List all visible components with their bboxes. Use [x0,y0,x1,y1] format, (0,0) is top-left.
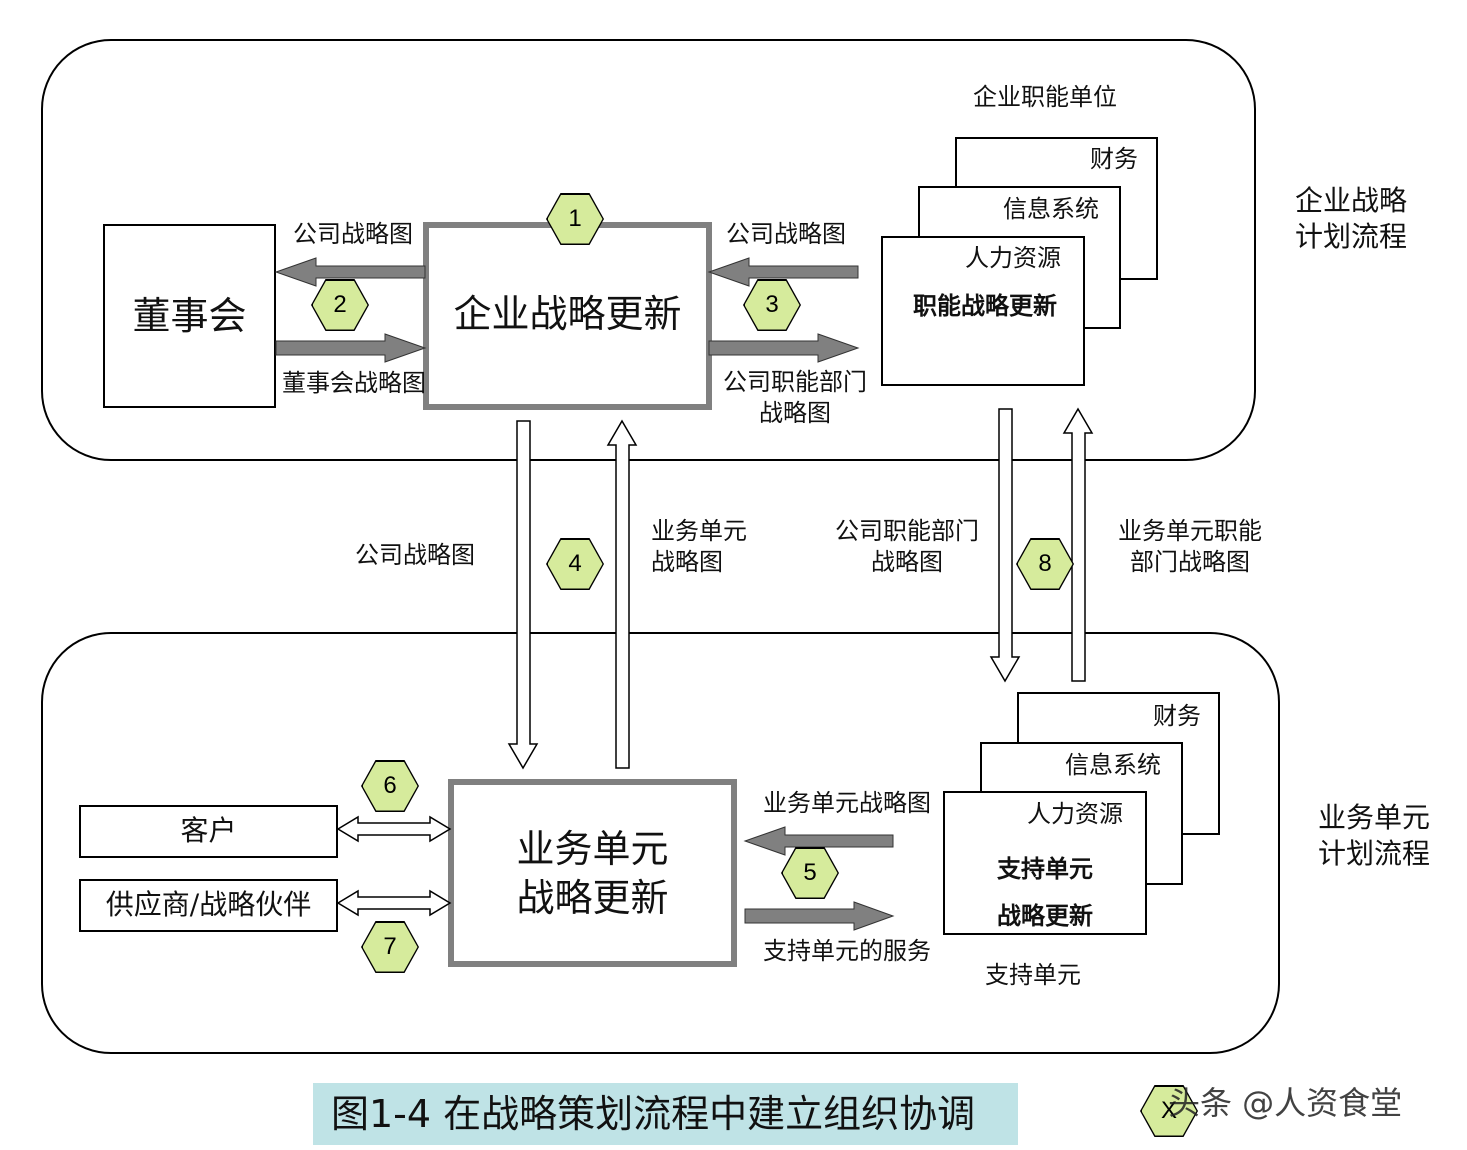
label-company-map-middle: 公司战略图 [355,541,475,569]
functional-stack-it-label: 信息系统 [1003,195,1099,223]
arrow-corp-to-functional [708,333,860,363]
arrow-corp-to-board [274,257,426,287]
label-bu-map-bottom: 业务单元战略图 [763,789,931,817]
label-functional-map-middle: 公司职能部门 战略图 [835,517,979,577]
step-4-badge: 4 [546,538,604,590]
corporate-planning-title: 企业战略 计划流程 [1295,184,1408,254]
arrow-functional-to-support [989,408,1021,683]
customer-box [79,805,338,858]
watermark: 头条 @人资食堂 [1168,1084,1403,1122]
step-6-badge: 6 [361,760,419,812]
support-stack-hr [943,791,1147,935]
functional-stack-hr [881,236,1085,386]
board-label: 董事会 [132,294,247,338]
label-functional-map: 公司职能部门 战略图 [723,368,867,428]
arrow-functional-to-corp [707,257,859,287]
arrow-supplier-bu [336,889,452,917]
functional-stack-finance-label: 财务 [1090,145,1138,173]
functional-stack-hr-label: 人力资源 [965,244,1061,272]
customer-label: 客户 [180,814,237,847]
functional-units-title: 企业职能单位 [973,83,1117,111]
label-bu-map-middle: 业务单元 战略图 [651,517,747,577]
label-support-service: 支持单元的服务 [763,937,931,965]
label-company-map-left: 公司战略图 [293,220,413,248]
support-stack-it-label: 信息系统 [1065,751,1161,779]
step-1-badge: 1 [546,193,604,245]
label-board-map: 董事会战略图 [282,369,426,397]
support-stack-finance-label: 财务 [1153,702,1201,730]
arrow-bu-to-corp [606,419,638,769]
arrow-customer-bu [336,815,452,843]
business-unit-planning-title: 业务单元 计划流程 [1318,801,1431,871]
support-update-label: 支持单元 战略更新 [997,854,1093,930]
business-unit-update-box [448,779,737,967]
step-3-badge: 3 [743,279,801,331]
arrow-corp-to-bu [507,420,539,770]
support-unit-label: 支持单元 [985,961,1081,989]
corporate-strategy-update-label: 企业战略更新 [453,292,682,336]
supplier-box [79,879,338,932]
figure-caption: 图1-4 在战略策划流程中建立组织协调 [313,1083,1018,1145]
arrow-support-to-bu [743,826,894,856]
corporate-strategy-update-box [423,222,712,410]
step-5-badge: 5 [781,847,839,899]
label-bu-functional-map: 业务单元职能 部门战略图 [1118,517,1262,577]
step-7-badge: 7 [361,921,419,973]
arrow-bu-to-support [744,901,895,931]
business-unit-update-label: 业务单元 战略更新 [516,827,669,921]
arrow-support-to-functional [1062,407,1094,682]
label-company-map-right: 公司战略图 [726,220,846,248]
supplier-label: 供应商/战略伙伴 [105,888,312,921]
board-box [103,224,276,408]
support-stack-hr-label: 人力资源 [1027,800,1123,828]
functional-strategy-update-label: 职能战略更新 [913,291,1057,320]
arrow-board-to-corp [275,333,427,363]
